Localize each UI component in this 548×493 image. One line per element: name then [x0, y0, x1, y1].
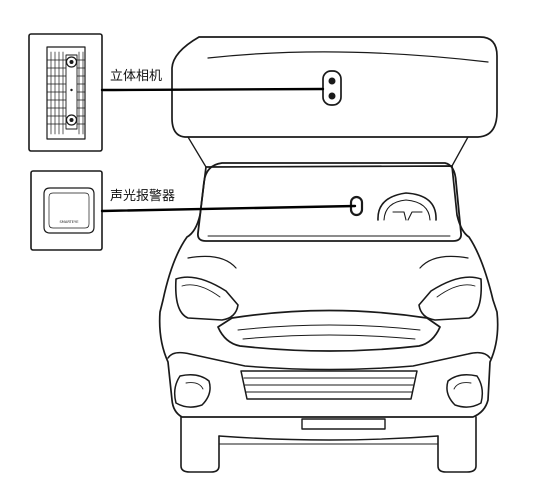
- leader-lines: [100, 87, 357, 213]
- alarm-leader-line: [100, 204, 357, 213]
- truck-drawing: [158, 36, 499, 473]
- alarm-inset: SMARTEYE: [30, 170, 103, 251]
- inset-frame: [30, 170, 103, 251]
- sound-light-alarm-icon: SMARTEYE: [43, 187, 95, 234]
- stereo-camera-icon: [46, 46, 86, 140]
- alarm-brand-text: SMARTEYE: [59, 220, 79, 224]
- camera-leader-line: [100, 87, 325, 92]
- stereo-camera-label: 立体相机: [110, 69, 163, 84]
- roof-camera: [322, 70, 342, 106]
- alarm-label: 声光报警器: [110, 189, 176, 204]
- stereo-camera-inset: [28, 33, 103, 152]
- inset-frame: [28, 33, 103, 152]
